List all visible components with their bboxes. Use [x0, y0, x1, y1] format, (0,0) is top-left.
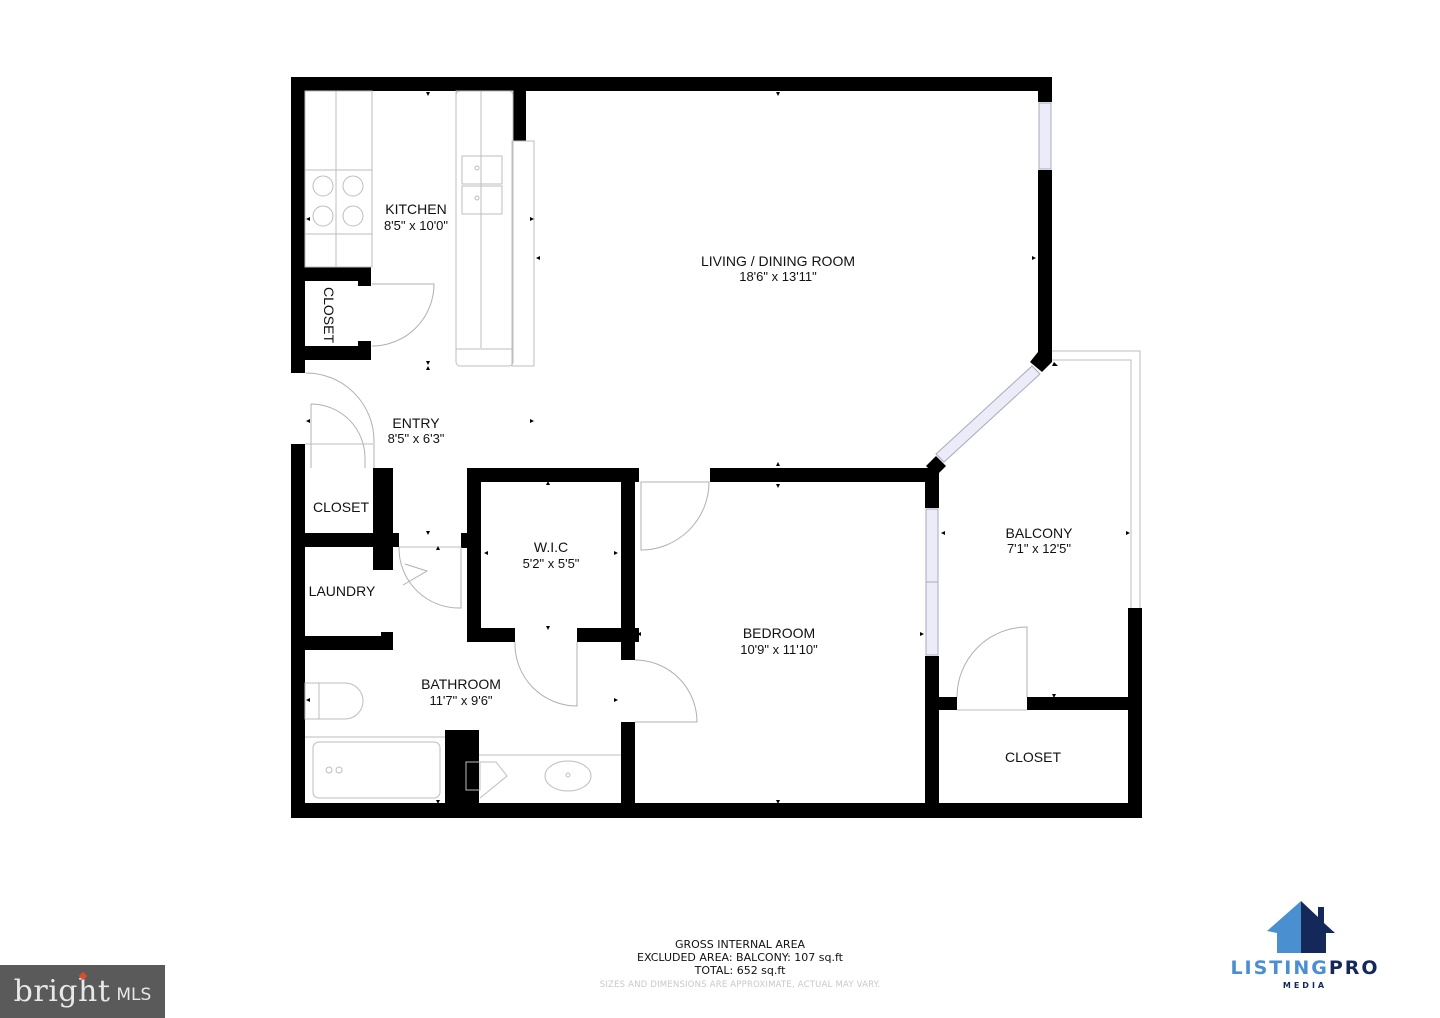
room-dim-bedroom: 10'9" x 11'10" — [740, 642, 818, 657]
balcony-railing — [1052, 350, 1141, 608]
windows — [925, 102, 1052, 656]
kitchen-fixtures — [304, 90, 535, 367]
listingpro-word-listing: LISTING — [1230, 957, 1329, 979]
listingpro-logo: LISTINGPRO MEDIA — [1220, 895, 1390, 995]
room-dim-balcony: 7'1" x 12'5" — [1007, 541, 1071, 556]
area-title: GROSS INTERNAL AREA — [674, 938, 806, 951]
listingpro-word-pro: PRO — [1328, 957, 1380, 979]
room-name-closet-kitchen: CLOSET — [321, 287, 337, 343]
room-name-balcony: BALCONY — [1006, 525, 1074, 541]
doors — [305, 283, 1028, 723]
bright-mls-logo: bright MLS — [0, 965, 165, 1018]
walls — [291, 77, 1142, 818]
area-excluded: EXCLUDED AREA: BALCONY: 107 sq.ft — [637, 951, 843, 964]
listingpro-wordmark: LISTINGPRO — [1220, 957, 1390, 979]
room-name-closet-balcony: CLOSET — [1005, 749, 1061, 765]
bright-logo-word: bright — [13, 974, 111, 1009]
room-dim-wic: 5'2" x 5'5" — [523, 556, 580, 571]
bathroom-fixtures — [304, 682, 621, 799]
room-name-closet-entry: CLOSET — [313, 499, 369, 515]
room-dim-bathroom: 11'7" x 9'6" — [429, 693, 492, 708]
area-total: TOTAL: 652 sq.ft — [694, 964, 786, 977]
room-name-bathroom: BATHROOM — [421, 676, 501, 692]
bright-logo-suffix: MLS — [116, 984, 152, 1005]
house-icon — [1267, 901, 1335, 953]
room-labels: KITCHEN 8'5" x 10'0" LIVING / DINING ROO… — [309, 201, 1073, 765]
listingpro-sub: MEDIA — [1282, 981, 1328, 990]
room-dim-entry: 8'5" x 6'3" — [388, 431, 445, 446]
room-name-wic: W.I.C — [534, 539, 568, 555]
room-name-kitchen: KITCHEN — [385, 201, 446, 217]
room-name-bedroom: BEDROOM — [743, 625, 815, 641]
room-name-entry: ENTRY — [392, 415, 440, 431]
area-disclaimer: SIZES AND DIMENSIONS ARE APPROXIMATE, AC… — [599, 980, 881, 990]
dimension-markers — [306, 92, 1130, 804]
room-dim-kitchen: 8'5" x 10'0" — [384, 218, 448, 233]
area-summary: GROSS INTERNAL AREA EXCLUDED AREA: BALCO… — [560, 938, 920, 992]
room-name-laundry: LAUNDRY — [309, 583, 376, 599]
room-dim-living: 18'6" x 13'11" — [739, 269, 817, 284]
room-name-living: LIVING / DINING ROOM — [701, 253, 855, 269]
